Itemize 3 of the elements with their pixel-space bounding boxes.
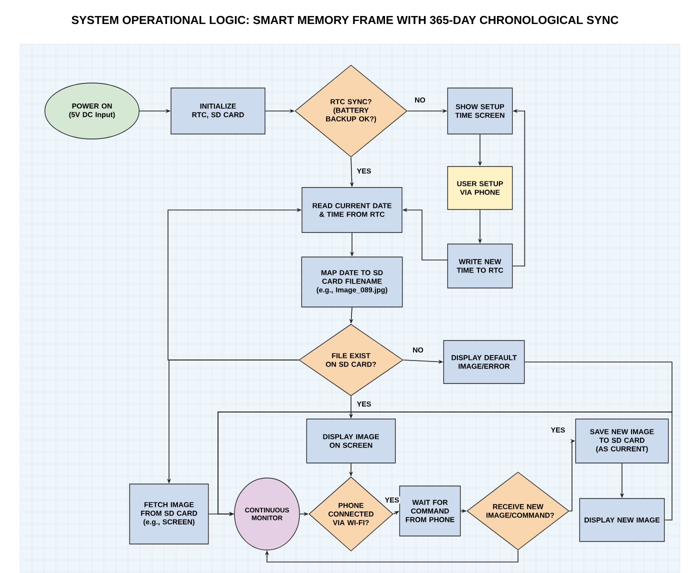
title: SYSTEM OPERATIONAL LOGIC: SMART MEMORY FRAME WITH 365-DAY CHRONOLOGICAL SYNC bbox=[72, 16, 618, 24]
arrow bbox=[264, 550, 518, 562]
arrow bbox=[218, 412, 672, 520]
